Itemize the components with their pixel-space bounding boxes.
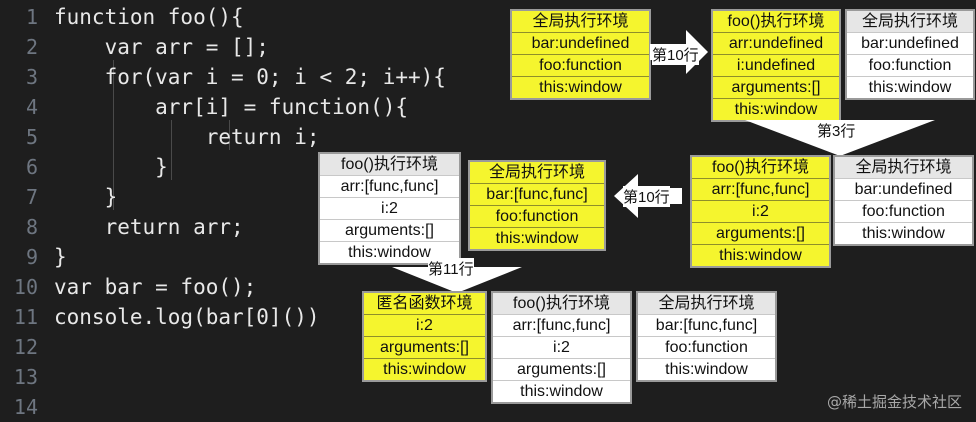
env-entry: i:2 — [320, 197, 459, 219]
line-number: 2 — [25, 35, 38, 59]
env-entry: arguments:[] — [493, 358, 630, 380]
env-entry: arguments:[] — [320, 219, 459, 241]
env-entry: this:window — [364, 358, 485, 380]
code-text: arr[i] = function(){ — [54, 95, 409, 119]
indent-guide — [229, 120, 230, 150]
code-text: function foo(){ — [54, 5, 244, 29]
code-text: var arr = []; — [54, 35, 269, 59]
env-entry: foo:function — [638, 336, 775, 358]
env-title: foo()执行环境 — [493, 293, 630, 314]
line-number: 5 — [25, 125, 38, 149]
env-entry: bar:undefined — [835, 178, 972, 200]
code-text: var bar = foo(); — [54, 275, 257, 299]
env-title: foo()执行环境 — [692, 157, 829, 178]
arrow-label-4: 第11行 — [428, 258, 474, 279]
line-number: 11 — [13, 305, 38, 329]
env-entry: this:window — [847, 76, 973, 98]
env-entry: bar:undefined — [512, 32, 649, 54]
line-number: 4 — [25, 95, 38, 119]
env-entry: i:2 — [692, 200, 829, 222]
line-number: 1 — [25, 5, 38, 29]
arrow-label-2: 第3行 — [817, 123, 856, 140]
code-text: } — [54, 245, 67, 269]
env-entry: arr:[func,func] — [320, 175, 459, 197]
env-entry: this:window — [512, 76, 649, 98]
watermark: @稀土掘金技术社区 — [826, 393, 962, 411]
code-text: console.log(bar[0]()) — [54, 305, 320, 329]
env-title: 全局执行环境 — [512, 11, 649, 32]
env-entry: foo:function — [512, 54, 649, 76]
env-entry: foo:function — [835, 200, 972, 222]
env-title: foo()执行环境 — [713, 11, 839, 32]
env-entry: arguments:[] — [364, 336, 485, 358]
env-title: 全局执行环境 — [638, 293, 775, 314]
env-entry: foo:function — [847, 54, 973, 76]
code-text: for(var i = 0; i < 2; i++){ — [54, 65, 446, 89]
env-entry: arguments:[] — [713, 76, 839, 98]
env-entry: arr:undefined — [713, 32, 839, 54]
env-entry: i:undefined — [713, 54, 839, 76]
code-text: } — [54, 155, 168, 179]
env-title: foo()执行环境 — [320, 154, 459, 175]
env-entry: arguments:[] — [692, 222, 829, 244]
env-entry: this:window — [470, 227, 604, 249]
env-entry: arr:[func,func] — [493, 314, 630, 336]
env-entry: bar:undefined — [847, 32, 973, 54]
env-entry: this:window — [692, 244, 829, 266]
line-number: 7 — [25, 185, 38, 209]
arrow-label-1: 第10行 — [652, 44, 699, 65]
code-text: return arr; — [54, 215, 244, 239]
env-title: 全局执行环境 — [847, 11, 973, 32]
arrow-down-1 — [745, 120, 935, 156]
env-entry: this:window — [713, 98, 839, 120]
env-entry: i:2 — [493, 336, 630, 358]
env-title: 全局执行环境 — [470, 162, 604, 183]
indent-guide — [171, 120, 172, 180]
env-entry: bar:[func,func] — [470, 183, 604, 205]
code-text: return i; — [54, 125, 320, 149]
code-text: } — [54, 185, 118, 209]
line-number: 9 — [25, 245, 38, 269]
line-number: 14 — [13, 395, 38, 419]
env-title: 匿名函数环境 — [364, 293, 485, 314]
line-number: 8 — [25, 215, 38, 239]
env-entry: this:window — [638, 358, 775, 380]
env-entry: i:2 — [364, 314, 485, 336]
env-entry: foo:function — [470, 205, 604, 227]
env-entry: arr:[func,func] — [692, 178, 829, 200]
line-number: 13 — [13, 365, 38, 389]
line-number: 3 — [25, 65, 38, 89]
line-number: 12 — [13, 335, 38, 359]
env-title: 全局执行环境 — [835, 157, 972, 178]
env-entry: this:window — [493, 380, 630, 402]
line-number: 6 — [25, 155, 38, 179]
indent-guide — [113, 60, 114, 210]
line-number: 10 — [13, 275, 38, 299]
env-entry: this:window — [320, 241, 459, 263]
env-entry: this:window — [835, 222, 972, 244]
env-entry: bar:[func,func] — [638, 314, 775, 336]
arrow-label-3: 第10行 — [623, 186, 670, 207]
arrow-down-2 — [392, 267, 522, 293]
